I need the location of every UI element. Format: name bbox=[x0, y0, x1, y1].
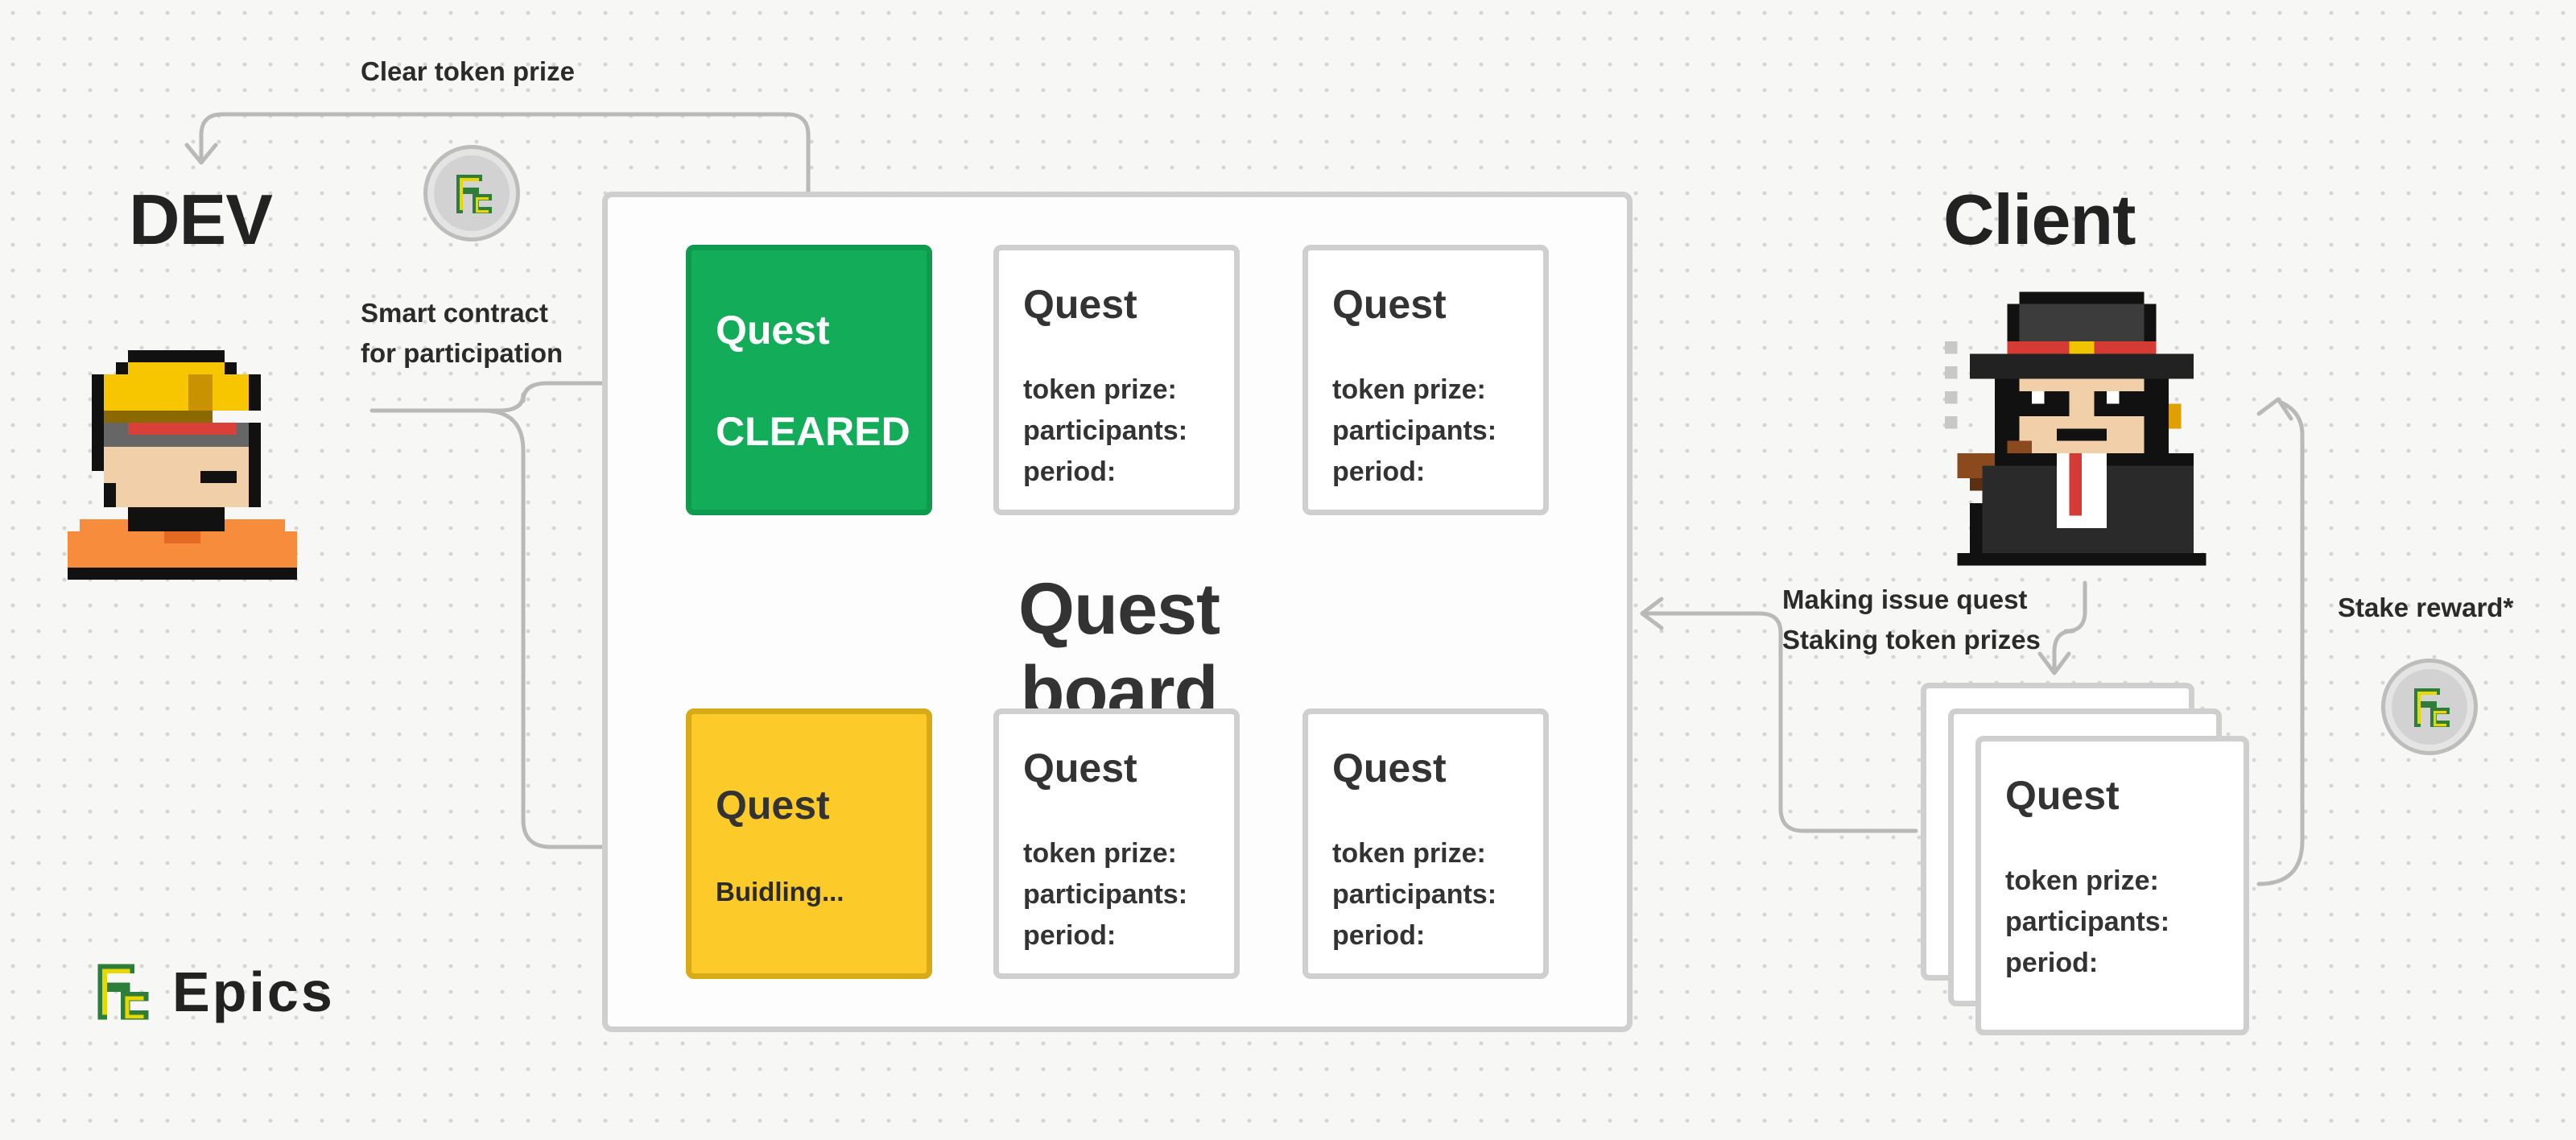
dev-avatar-icon bbox=[68, 350, 297, 580]
arrow-smart-contract-bottom bbox=[481, 408, 675, 849]
arrow-smart-contract-top bbox=[369, 381, 675, 413]
arrow-stake-reward bbox=[2256, 400, 2305, 886]
quest-field-participants: participants: bbox=[2005, 907, 2170, 937]
quest-field-token-prize: token prize: bbox=[1332, 838, 1486, 869]
client-quest-card[interactable]: Quest token prize: participants: period: bbox=[1975, 736, 2249, 1035]
epics-logo-icon bbox=[2414, 688, 2450, 727]
label-stake-reward: Stake reward* bbox=[2338, 593, 2514, 622]
quest-field-participants: participants: bbox=[1332, 415, 1497, 446]
quest-field-period: period: bbox=[1332, 456, 1426, 487]
label-making-issue-quest: Making issue quest bbox=[1782, 584, 2028, 614]
quest-card-status: Buidling... bbox=[716, 877, 844, 907]
quest-card-title: Quest bbox=[1023, 282, 1137, 327]
label-smart-contract-line1: Smart contract bbox=[361, 298, 548, 328]
arrow-clear-token-prize bbox=[199, 112, 811, 244]
epics-coin-icon bbox=[2381, 659, 2478, 755]
quest-field-token-prize: token prize: bbox=[1023, 374, 1177, 405]
quest-card[interactable]: Quest token prize: participants: period: bbox=[1302, 245, 1549, 515]
quest-card-building[interactable]: Quest Buidling... bbox=[686, 708, 932, 979]
client-avatar-icon bbox=[1945, 291, 2207, 566]
quest-card-cleared[interactable]: Quest CLEARED bbox=[686, 245, 932, 515]
arrow-stack-to-board bbox=[1643, 611, 1918, 833]
quest-card-title: Quest bbox=[1332, 746, 1447, 791]
quest-field-token-prize: token prize: bbox=[2005, 865, 2159, 896]
brand-name: Epics bbox=[172, 960, 335, 1023]
quest-field-period: period: bbox=[2005, 948, 2099, 978]
quest-field-period: period: bbox=[1023, 920, 1117, 951]
client-title: Client bbox=[1943, 180, 2136, 259]
quest-field-period: period: bbox=[1023, 456, 1117, 487]
arrow-client-to-stack bbox=[2052, 580, 2087, 672]
quest-card[interactable]: Quest token prize: participants: period: bbox=[993, 245, 1240, 515]
epics-logo-icon bbox=[456, 175, 492, 213]
label-staking-token-prizes: Staking token prizes bbox=[1782, 625, 2041, 655]
quest-card-title: Quest bbox=[1332, 282, 1447, 327]
quest-card-title: Quest bbox=[716, 783, 830, 828]
quest-field-participants: participants: bbox=[1023, 415, 1188, 446]
quest-card-title: Quest bbox=[2005, 773, 2120, 818]
dev-title: DEV bbox=[129, 180, 273, 259]
quest-card[interactable]: Quest token prize: participants: period: bbox=[993, 708, 1240, 979]
quest-card-status: CLEARED bbox=[716, 409, 910, 454]
quest-field-participants: participants: bbox=[1023, 879, 1188, 910]
quest-card-title: Quest bbox=[716, 308, 830, 353]
quest-field-participants: participants: bbox=[1332, 879, 1497, 910]
quest-field-token-prize: token prize: bbox=[1332, 374, 1486, 405]
label-clear-token-prize: Clear token prize bbox=[361, 56, 575, 86]
epics-logo-icon bbox=[97, 964, 149, 1020]
quest-field-period: period: bbox=[1332, 920, 1426, 951]
quest-card-title: Quest bbox=[1023, 746, 1137, 791]
quest-card[interactable]: Quest token prize: participants: period: bbox=[1302, 708, 1549, 979]
label-smart-contract-line2: for participation bbox=[361, 338, 564, 368]
epics-coin-icon bbox=[423, 145, 520, 242]
quest-field-token-prize: token prize: bbox=[1023, 838, 1177, 869]
